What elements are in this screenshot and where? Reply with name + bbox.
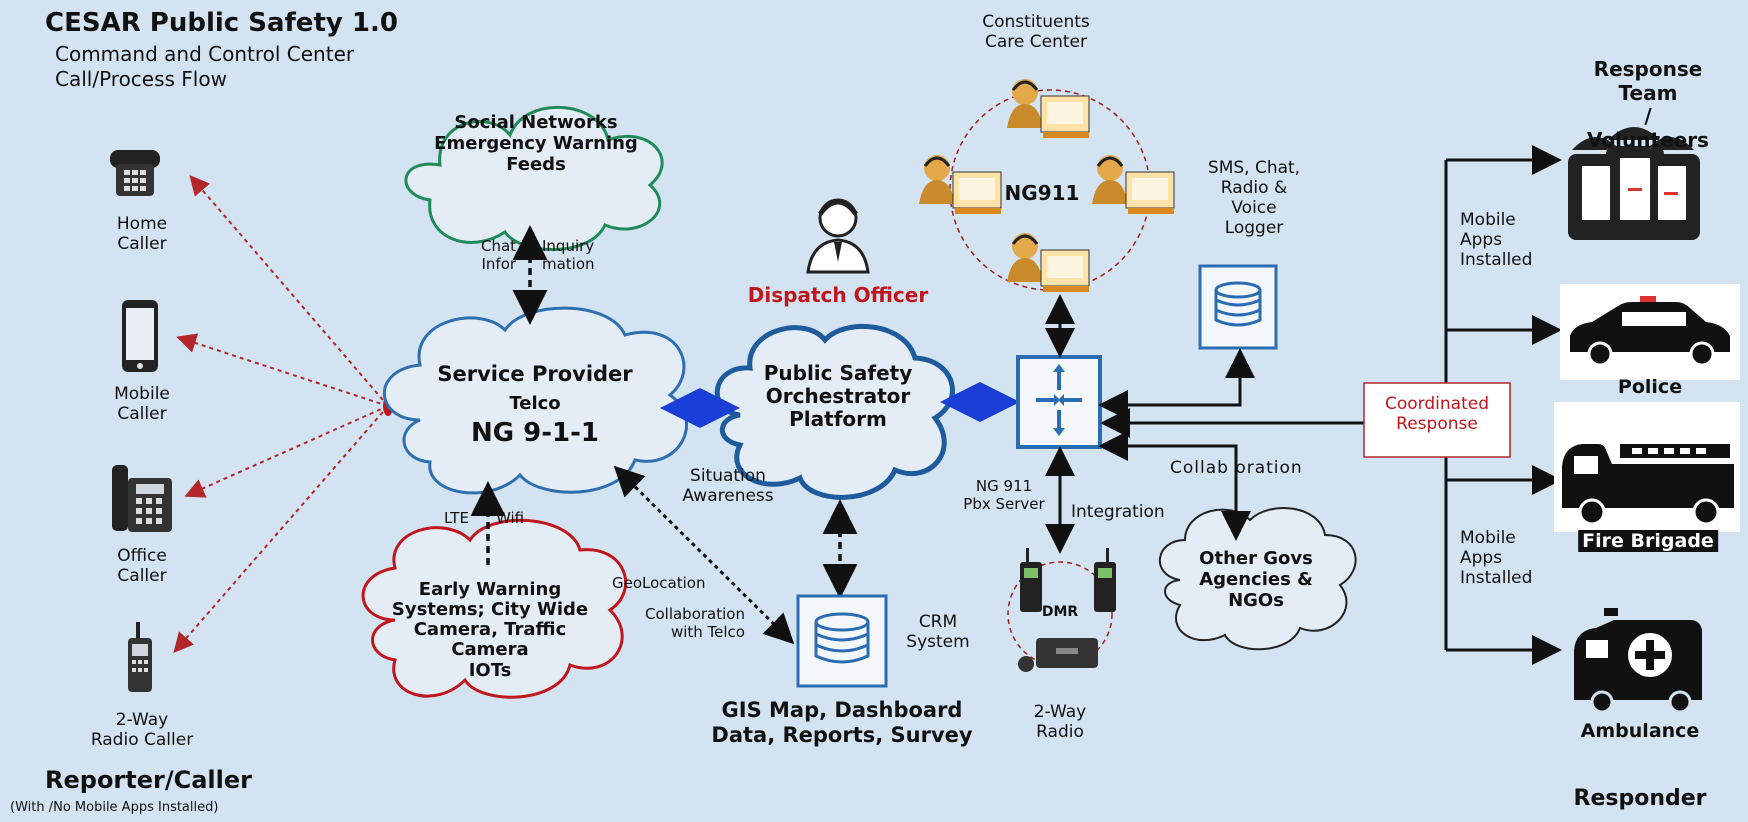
police-car-text: POLICE [1629, 286, 1671, 297]
response-team-label: Response Team / Volunteers [1587, 57, 1709, 152]
office-caller-label: Office Caller [117, 546, 167, 587]
other-govs-label: Other Govs Agencies & NGOs [1199, 548, 1313, 612]
responder-heading: Responder [1573, 786, 1707, 811]
gis-dashboard-label: GIS Map, Dashboard Data, Reports, Survey [711, 698, 973, 748]
mobile-caller-label: Mobile Caller [114, 384, 170, 425]
early-warning-cloud [361, 518, 628, 699]
reporter-caller-note: (With /No Mobile Apps Installed) [10, 800, 219, 815]
care-agent-icon-top [1005, 77, 1091, 140]
social-networks-cloud [404, 105, 664, 251]
ng911-ring-label: NG911 [1004, 181, 1080, 205]
caller-arrows [173, 174, 389, 654]
coordinated-response-label: Coordinated Response [1385, 394, 1489, 435]
diagram-subtitle: Command and Control Center Call/Process … [55, 42, 355, 91]
dispatch-officer-icon [806, 198, 870, 274]
base-radio-icon [1018, 638, 1098, 672]
dmr-radio-icon-left [1020, 548, 1042, 612]
police-car-icon [1560, 284, 1740, 380]
blue-sync-arrows [660, 382, 1020, 428]
police-label: Police [1617, 376, 1683, 398]
crm-system-label: CRM System [906, 612, 970, 653]
coordinated-response-box [1363, 382, 1511, 458]
integration-label: Integration [1071, 502, 1165, 522]
pbx-router-icon [1016, 355, 1102, 449]
pbx-server-label: NG 911 Pbx Server [963, 477, 1045, 513]
social-networks-label: Social Networks Emergency Warning Feeds [434, 112, 638, 176]
chat-information-label: Chat Infor [481, 237, 517, 273]
collaboration-telco-label: Collaboration with Telco [645, 605, 745, 641]
telco-label: Telco [509, 393, 561, 414]
lte-label: LTE [444, 509, 469, 527]
care-agent-icon-left [917, 153, 1003, 216]
ambulance-label: Ambulance [1580, 720, 1700, 742]
router-connections [1045, 294, 1364, 554]
ambulance-icon [1574, 608, 1702, 714]
crm-database-icon [796, 594, 888, 688]
response-team-icon [1568, 127, 1700, 240]
care-center-label: Constituents Care Center [982, 12, 1090, 53]
inquiry-information-label: Inquiry mation [542, 237, 595, 273]
ng911-provider-label: NG 9-1-1 [470, 418, 600, 448]
care-agent-icon-bottom [1005, 231, 1091, 294]
reporter-caller-heading: Reporter/Caller [45, 766, 252, 794]
walkie-talkie-icon [128, 622, 152, 692]
wifi-label: Wifi [496, 509, 525, 527]
home-phone-icon [110, 150, 160, 196]
fire-brigade-label: Fire Brigade [1578, 530, 1718, 553]
mobile-apps-label-top: Mobile Apps Installed [1460, 210, 1533, 271]
radio-caller-label: 2-Way Radio Caller [90, 710, 194, 751]
orchestrator-label: Public Safety Orchestrator Platform [763, 361, 913, 431]
logger-database-icon [1198, 264, 1278, 350]
diagram-title: CESAR Public Safety 1.0 [45, 8, 398, 38]
service-provider-label: Service Provider [437, 362, 633, 386]
mobile-phone-icon [122, 300, 158, 372]
collaboration-label: Collab oration [1170, 458, 1303, 478]
connection-arrows [470, 225, 858, 599]
geolocation-label: GeoLocation [612, 574, 706, 592]
fire-truck-icon [1554, 402, 1740, 532]
mobile-apps-label-bottom: Mobile Apps Installed [1460, 528, 1533, 589]
dispatch-officer-label: Dispatch Officer [747, 283, 929, 307]
home-caller-label: Home Caller [116, 214, 168, 255]
dmr-radio-icon-right [1094, 548, 1116, 612]
logger-label: SMS, Chat, Radio & Voice Logger [1207, 158, 1301, 239]
office-phone-icon [112, 465, 172, 532]
telco-collab-arrow [613, 465, 795, 645]
early-warning-label: Early Warning Systems; City Wide Camera,… [391, 579, 589, 681]
care-agent-icon-right [1090, 153, 1176, 216]
two-way-radio-label: 2-Way Radio [1033, 702, 1087, 743]
situation-awareness-label: Situation Awareness [682, 466, 774, 507]
dmr-label: DMR [1041, 604, 1079, 620]
